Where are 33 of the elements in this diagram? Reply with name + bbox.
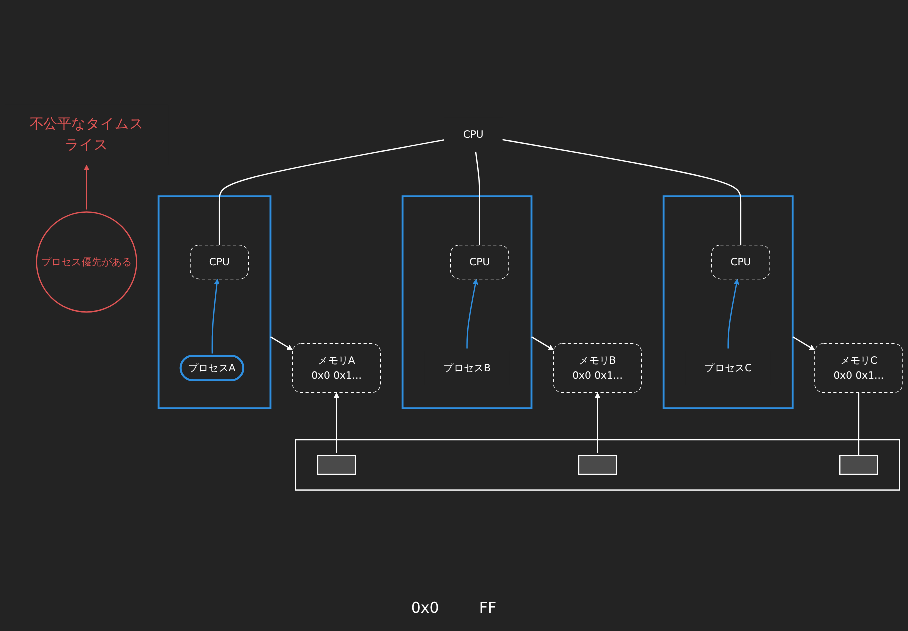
node-circle: プロセス優先がある <box>36 212 138 313</box>
cluster <box>402 196 533 410</box>
address-label: FF <box>479 599 497 617</box>
arrow <box>792 336 816 350</box>
node-box: メモリB 0x0 0x1... <box>553 343 642 394</box>
node-box <box>317 455 356 476</box>
node-box <box>839 455 878 476</box>
cluster <box>662 196 794 410</box>
arrow <box>728 279 740 349</box>
node-box <box>578 455 618 476</box>
node-text: プロセスC <box>704 362 752 374</box>
arrow <box>212 279 220 354</box>
node-text: 不公平なタイムスライス <box>30 116 144 154</box>
node-box: CPU <box>450 244 510 280</box>
arrow <box>84 165 90 210</box>
arrow <box>531 336 554 350</box>
node-text: プロセスB <box>444 362 491 374</box>
arrow <box>466 279 478 349</box>
address-label: 0x0 <box>411 599 440 617</box>
node-box: CPU <box>712 244 770 280</box>
connector <box>475 152 480 246</box>
arrow <box>334 392 340 454</box>
connector <box>502 139 742 246</box>
arrow <box>270 336 293 350</box>
arrow <box>595 392 601 454</box>
connector <box>218 140 445 246</box>
node-text: CPU <box>463 128 484 141</box>
node-box: CPU <box>190 244 250 280</box>
cluster <box>295 439 900 491</box>
node-box: メモリC 0x0 0x1... <box>814 343 904 394</box>
cluster <box>158 196 272 410</box>
connector <box>858 392 860 456</box>
node-box: メモリA 0x0 0x1... <box>292 343 382 394</box>
